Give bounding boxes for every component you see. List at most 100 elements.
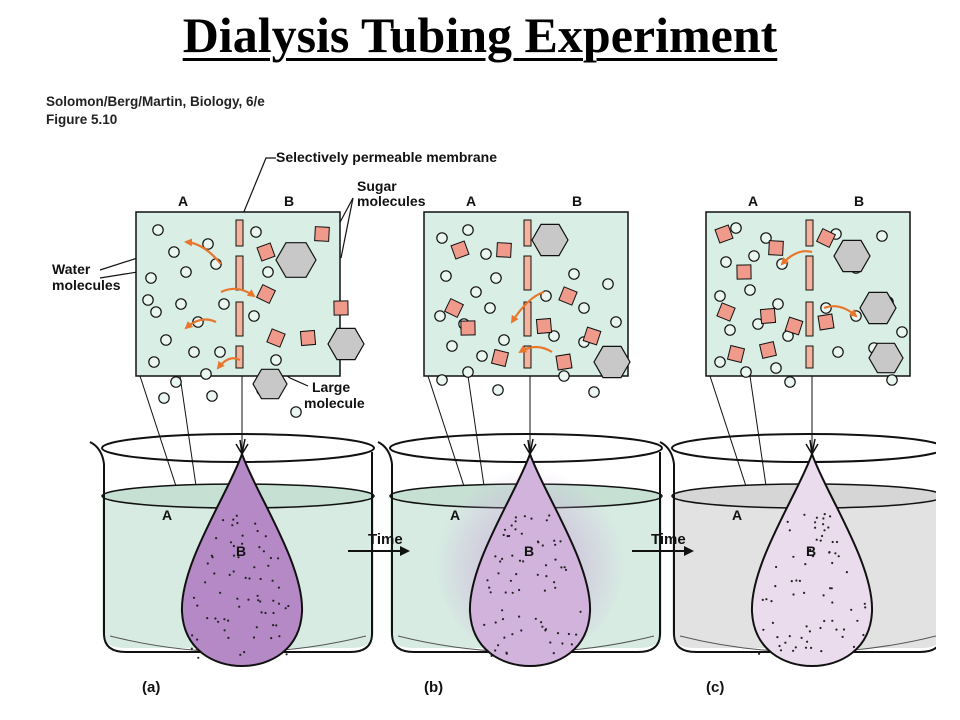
sugar-molecule — [582, 326, 602, 346]
solute-dot — [505, 651, 508, 654]
water-molecule — [744, 284, 756, 296]
solute-dot — [257, 599, 260, 602]
solute-dot — [835, 540, 839, 544]
solute-dot — [552, 652, 555, 655]
solute-dot — [819, 539, 822, 542]
water-molecule — [886, 374, 898, 386]
large-molecule — [593, 345, 631, 379]
solute-dot — [252, 636, 256, 639]
water-molecule — [148, 356, 160, 368]
water-molecule — [202, 238, 214, 250]
water-molecule — [610, 316, 622, 328]
water-molecule — [470, 286, 482, 298]
solute-dot — [560, 566, 563, 569]
water-molecule — [588, 386, 600, 398]
solute-dot — [541, 544, 544, 547]
solute-dot — [540, 621, 543, 624]
water-molecule — [200, 368, 212, 380]
solute-dot — [554, 586, 557, 589]
time-label-1: Time — [368, 531, 403, 548]
solute-dot — [232, 554, 236, 557]
solute-dot — [822, 517, 825, 520]
solute-dot — [819, 626, 822, 630]
water-molecule — [540, 290, 552, 302]
box-label-a: A — [748, 193, 758, 209]
solute-dot — [845, 571, 849, 574]
water-molecule — [152, 224, 164, 236]
beaker-rim — [671, 433, 936, 463]
solute-dot — [788, 635, 791, 638]
solute-dot — [792, 555, 795, 558]
water-molecule — [784, 376, 796, 388]
solute-dot — [792, 649, 795, 652]
solute-dot — [237, 556, 240, 559]
solute-dot — [258, 546, 261, 549]
sugar-molecule — [815, 227, 837, 249]
solute-dot — [219, 591, 222, 594]
solute-dot — [856, 619, 859, 622]
solute-dot — [830, 587, 833, 590]
solute-dot — [834, 552, 837, 555]
solute-dot — [814, 521, 817, 524]
solute-dot — [556, 632, 560, 635]
solute-dot — [213, 572, 216, 575]
solute-dot — [497, 572, 500, 575]
water-molecule — [748, 250, 760, 262]
membrane-segment — [523, 301, 532, 337]
membrane-segment — [523, 345, 532, 369]
solute-dot — [827, 526, 830, 529]
solute-dot — [210, 554, 213, 557]
sugar-molecule — [266, 328, 286, 348]
sugar-molecule — [460, 320, 476, 336]
water-molecule — [440, 270, 452, 282]
solute-dot — [842, 628, 846, 631]
solute-dot — [776, 636, 779, 639]
solute-dot — [287, 604, 290, 608]
solute-dot — [235, 514, 238, 517]
water-molecule — [214, 346, 226, 358]
solute-dot — [808, 630, 812, 633]
solute-dot — [778, 644, 781, 648]
solute-dot — [761, 598, 764, 601]
solute-dot — [564, 568, 568, 571]
solute-dot — [831, 540, 834, 544]
beaker-glass — [659, 441, 936, 653]
solute-dot — [765, 598, 768, 601]
solute-dot — [774, 585, 777, 588]
solute-dot — [545, 519, 548, 522]
solute-dot — [784, 641, 787, 644]
dialysis-bag — [468, 450, 592, 668]
caption-b: (b) — [424, 679, 443, 696]
solute-dot — [241, 542, 244, 545]
solute-dot — [775, 565, 778, 569]
solute-dot — [804, 646, 808, 649]
solute-dot — [543, 589, 546, 592]
sugar-molecule — [726, 344, 746, 364]
water-molecule — [145, 272, 157, 284]
diffusion-arrow — [823, 305, 858, 318]
bag-tie — [805, 438, 819, 456]
solute-dot — [514, 528, 517, 531]
solute-dot — [256, 594, 259, 597]
figure-panel: Solomon/Berg/Martin, Biology, 6/e Figure… — [38, 88, 936, 720]
water-molecule — [218, 298, 230, 310]
solute-dot — [852, 645, 856, 649]
solute-dot — [264, 535, 267, 538]
bag-tie — [523, 438, 537, 456]
solute-dot — [488, 586, 491, 589]
solute-dot — [227, 619, 230, 622]
solute-dot — [792, 593, 795, 596]
solute-dot — [803, 591, 806, 594]
solute-dot — [786, 520, 789, 523]
solute-dot — [215, 537, 218, 540]
water-molecule — [492, 384, 504, 396]
solute-dot — [248, 577, 251, 580]
solute-dot — [232, 544, 235, 548]
solute-dot — [490, 654, 493, 658]
water-molecule — [170, 376, 182, 388]
solute-dot — [831, 601, 834, 604]
sugar-molecule — [558, 286, 578, 306]
water-molecule — [896, 326, 908, 338]
water-molecule — [772, 298, 784, 310]
